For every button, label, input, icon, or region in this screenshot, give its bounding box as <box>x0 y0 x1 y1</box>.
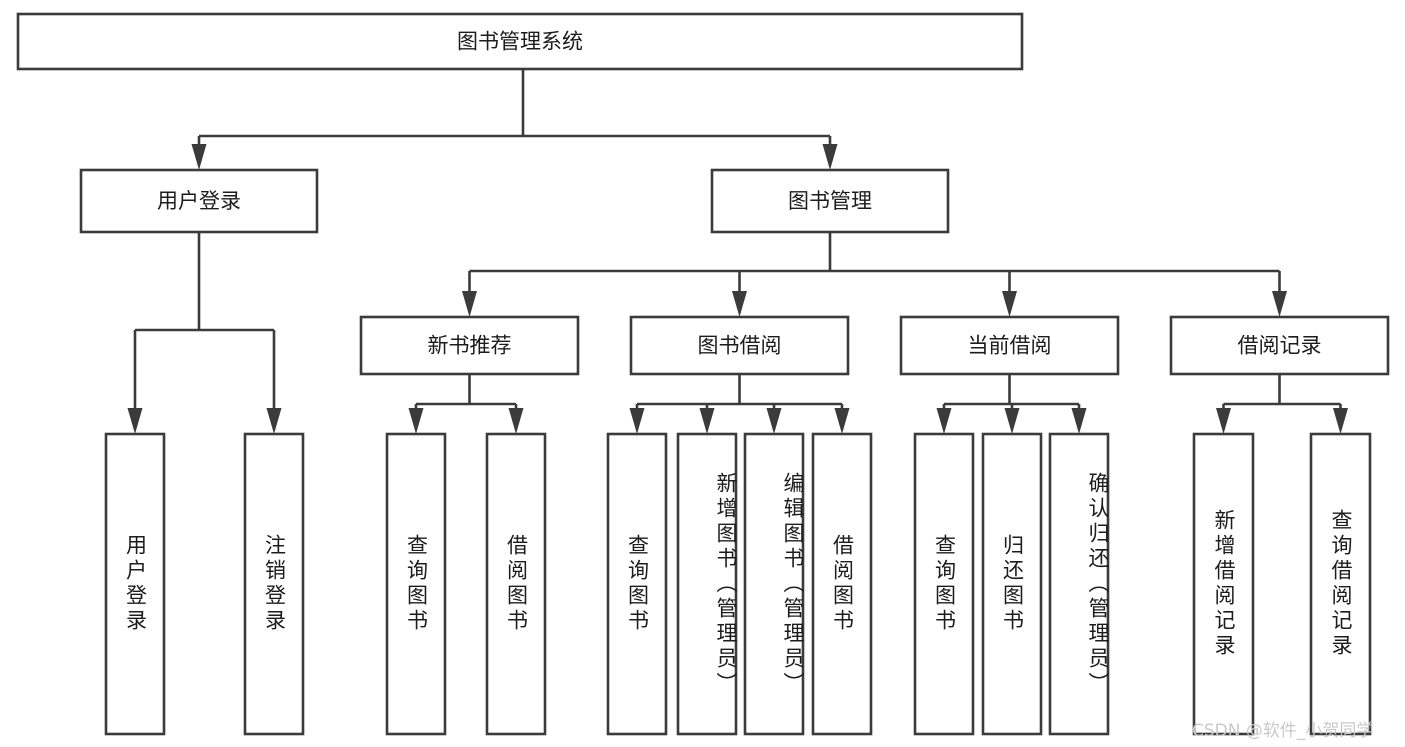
arrowhead-bm-to-book-borrow <box>732 291 747 317</box>
arrowhead-user-login-to-leaf-logout <box>266 408 282 434</box>
node-box-root[interactable] <box>16 12 1024 71</box>
leaf-box-leaf-query-book-borrow[interactable] <box>606 432 668 736</box>
arrowhead-bm-to-new-book-recommend <box>462 291 477 317</box>
node-box-borrow-record[interactable] <box>1169 315 1390 376</box>
arrowhead-borrow-record-to-leaf-query-borrow-record <box>1333 408 1348 434</box>
leaf-box-leaf-confirm-return-admin[interactable] <box>1048 432 1110 736</box>
arrowhead-user-login-to-leaf-user-login <box>127 408 143 434</box>
node-label-book-borrow: 图书借阅 <box>698 334 782 358</box>
leaf-box-leaf-return-book[interactable] <box>981 432 1043 736</box>
csdn-watermark: CSDN @软件_小贺同学 <box>1192 721 1374 741</box>
leaf-box-leaf-logout[interactable] <box>243 432 305 736</box>
arrowhead-root-to-user-login <box>191 144 207 170</box>
node-label-borrow-record: 借阅记录 <box>1238 334 1322 358</box>
boxes-layer <box>16 12 1390 736</box>
node-label-new-book-recommend: 新书推荐 <box>428 334 512 358</box>
leaf-box-leaf-add-book-admin[interactable] <box>676 432 738 736</box>
leaf-box-leaf-borrow-book[interactable] <box>811 432 873 736</box>
arrowhead-borrow-record-to-leaf-add-borrow-record <box>1216 408 1231 434</box>
arrowhead-book-borrow-to-leaf-query-book-borrow <box>629 408 645 434</box>
arrowhead-book-borrow-to-leaf-borrow-book <box>834 408 850 434</box>
leaf-box-leaf-query-book-recommend[interactable] <box>385 432 447 736</box>
arrowhead-current-borrow-to-leaf-return-book <box>1004 408 1020 434</box>
arrowhead-new-book-recommend-to-leaf-query-book-recommend <box>408 408 424 434</box>
arrowhead-new-book-recommend-to-leaf-borrow-book-recommend <box>508 408 524 434</box>
leaf-box-leaf-edit-book-admin[interactable] <box>743 432 805 736</box>
arrowhead-current-borrow-to-leaf-query-book-current <box>936 408 952 434</box>
node-label-root: 图书管理系统 <box>457 30 583 54</box>
node-label-book-management: 图书管理 <box>788 189 872 213</box>
leaf-box-leaf-user-login[interactable] <box>104 432 166 736</box>
leaf-box-leaf-query-borrow-record[interactable] <box>1309 432 1372 736</box>
node-label-user-login: 用户登录 <box>157 189 241 213</box>
node-box-user-login[interactable] <box>79 168 319 234</box>
leaf-box-leaf-add-borrow-record[interactable] <box>1192 432 1255 736</box>
node-label-current-borrow: 当前借阅 <box>968 334 1052 358</box>
arrowhead-bm-to-current-borrow <box>1002 291 1017 317</box>
node-box-book-management[interactable] <box>710 168 950 234</box>
arrowhead-current-borrow-to-leaf-confirm-return-admin <box>1071 408 1087 434</box>
node-box-book-borrow[interactable] <box>629 315 850 376</box>
arrowhead-root-to-book-management <box>822 144 838 170</box>
arrowhead-book-borrow-to-leaf-add-book-admin <box>699 408 715 434</box>
arrowhead-bm-to-borrow-record <box>1272 291 1287 317</box>
edges-layer <box>127 69 1348 434</box>
leaf-box-leaf-borrow-book-recommend[interactable] <box>485 432 547 736</box>
leaf-box-leaf-query-book-current[interactable] <box>913 432 975 736</box>
node-box-new-book-recommend[interactable] <box>359 315 580 376</box>
arrowhead-book-borrow-to-leaf-edit-book-admin <box>766 408 782 434</box>
node-box-current-borrow[interactable] <box>899 315 1120 376</box>
